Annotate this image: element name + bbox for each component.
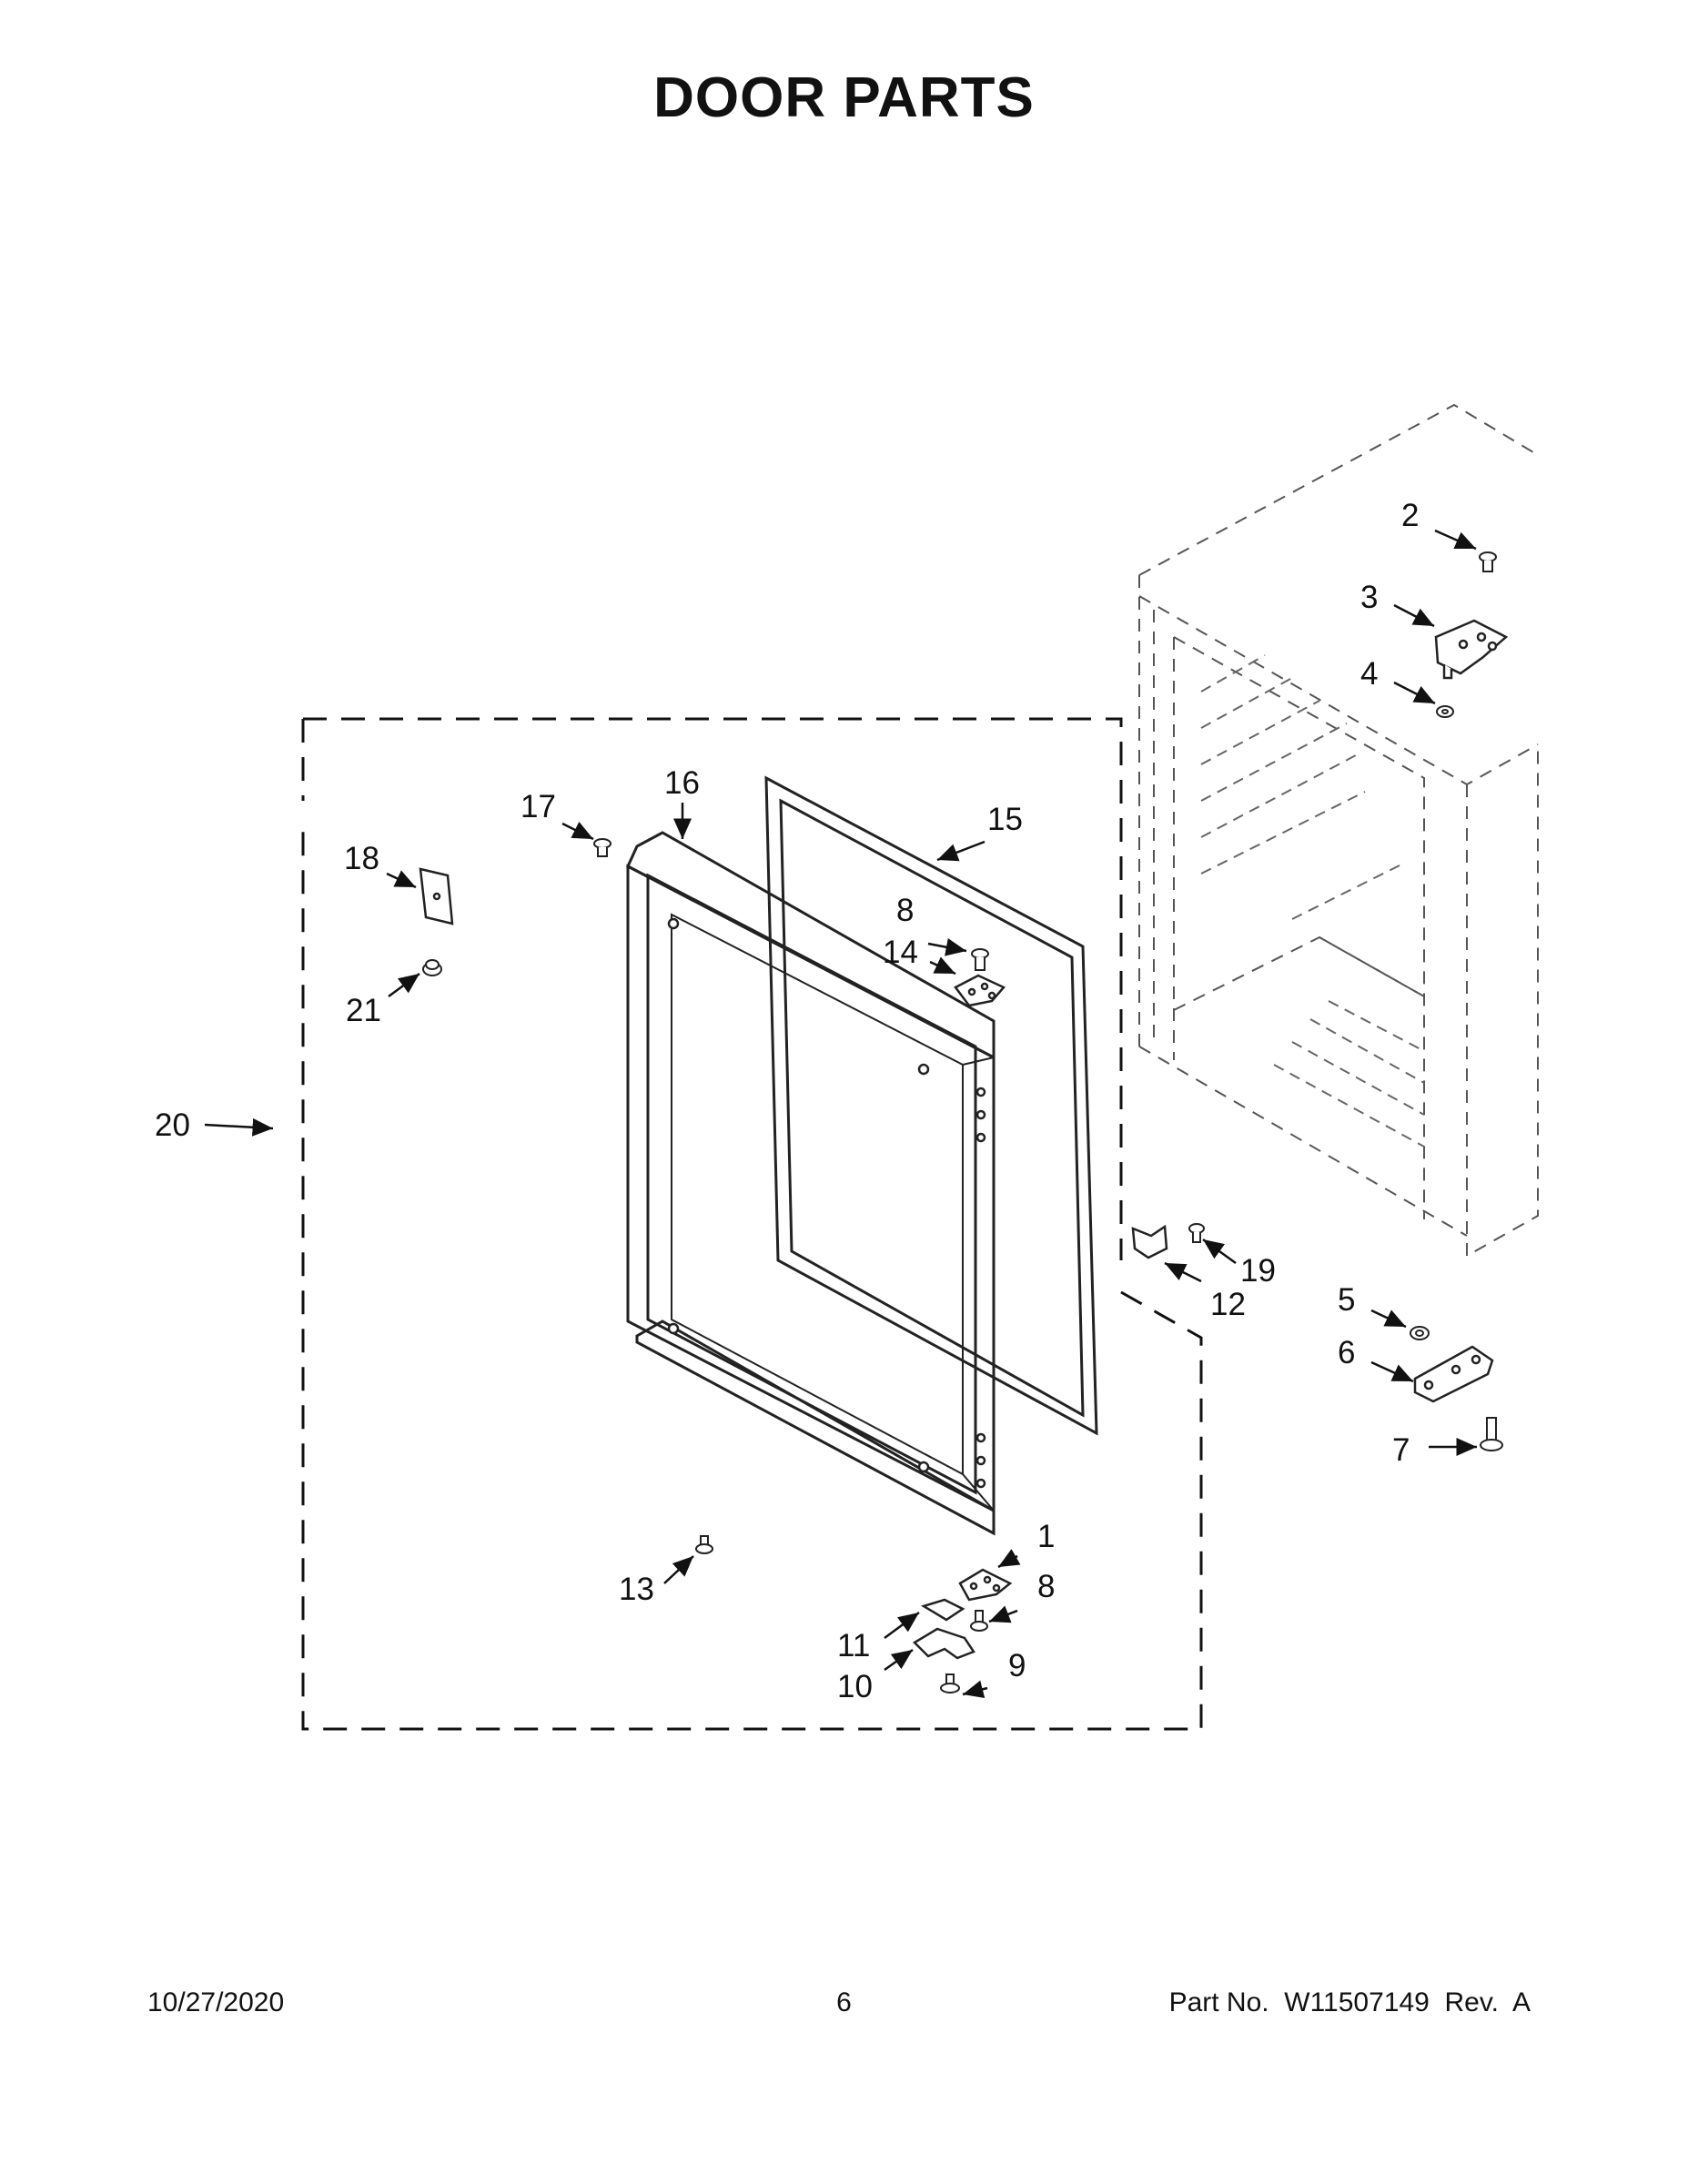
door-assembly-boundary (301, 717, 1203, 1731)
footer-page-number: 6 (836, 1987, 852, 2017)
screw-part-8-upper (971, 948, 989, 971)
cover-part-10 (912, 1627, 975, 1660)
door-gasket (764, 775, 1098, 1436)
callout-1: 1 (1037, 1519, 1055, 1554)
cabinet-outline (1138, 403, 1539, 1258)
callout-16: 16 (664, 765, 700, 801)
screw-part-19 (1188, 1223, 1205, 1243)
callout-12: 12 (1210, 1287, 1246, 1322)
callout-8-lower: 8 (1037, 1569, 1055, 1604)
upper-hinge-part-3 (1434, 619, 1509, 680)
cabinet-interior-details (1200, 654, 1425, 1148)
callout-4: 4 (1360, 656, 1378, 692)
page-title: DOOR PARTS (653, 66, 1035, 129)
callout-10: 10 (837, 1669, 873, 1704)
callout-18: 18 (344, 841, 379, 876)
washer-part-5 (1410, 1326, 1430, 1340)
screw-part-9 (940, 1673, 960, 1694)
footer-date: 10/27/2020 (147, 1987, 285, 2017)
callout-3: 3 (1360, 580, 1378, 615)
leader-arrows (204, 529, 1477, 1699)
callout-21: 21 (346, 993, 381, 1028)
door-frame-holes (667, 917, 986, 1489)
callout-20: 20 (155, 1107, 190, 1143)
callout-11: 11 (837, 1628, 870, 1663)
callout-7: 7 (1392, 1432, 1410, 1468)
screw-part-8-lower (970, 1610, 988, 1632)
callout-17: 17 (521, 789, 556, 824)
door-frame (626, 831, 996, 1536)
screw-part-2 (1479, 551, 1497, 572)
hinge-plate-part-1 (958, 1568, 1013, 1602)
cover-part-11 (920, 1598, 965, 1622)
screw-part-17 (593, 838, 612, 857)
callout-13: 13 (619, 1572, 654, 1607)
screw-part-21 (422, 959, 442, 976)
callout-19: 19 (1240, 1253, 1276, 1289)
callout-2: 2 (1401, 498, 1419, 533)
callout-9: 9 (1008, 1648, 1026, 1684)
bracket-part-12 (1131, 1224, 1168, 1259)
screw-part-13 (695, 1535, 713, 1554)
washer-part-4 (1436, 705, 1454, 718)
plate-part-18 (419, 867, 454, 925)
callout-15: 15 (987, 802, 1023, 837)
callout-labels: 2 3 4 5 6 7 8 14 15 16 17 18 21 20 19 12… (155, 498, 1419, 1704)
callout-6: 6 (1338, 1335, 1355, 1370)
hinge-plate-part-14 (954, 974, 1006, 1007)
hinge-pin-part-7 (1480, 1417, 1503, 1451)
callout-5: 5 (1338, 1282, 1355, 1318)
lower-hinge-part-6 (1413, 1345, 1494, 1403)
callout-8-upper: 8 (896, 893, 914, 928)
callout-14: 14 (883, 935, 918, 970)
footer-part-number: Part No. W11507149 Rev. A (1168, 1987, 1531, 2017)
